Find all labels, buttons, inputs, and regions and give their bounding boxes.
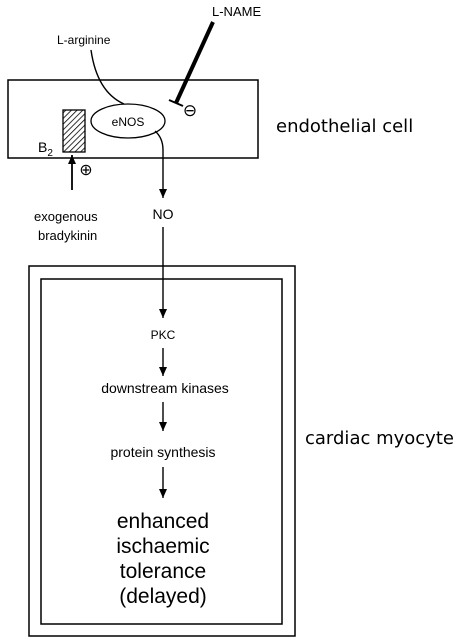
no-label: NO <box>153 206 174 222</box>
stimulation-sign: ⊕ <box>79 162 92 179</box>
l-arginine-arrow <box>90 49 125 105</box>
downstream-kinases-label: downstream kinases <box>101 380 229 396</box>
enos-ellipse <box>90 103 166 139</box>
inhibition-t-bar <box>168 99 184 107</box>
outcome-line4: (delayed) <box>119 585 207 608</box>
enos-to-no-arrow <box>154 130 167 198</box>
pkc-label: PKC <box>151 328 176 342</box>
inhibition-sign: ⊖ <box>183 101 197 120</box>
cardiac-myocyte-inner-box <box>40 278 283 625</box>
protein-synthesis-label: protein synthesis <box>110 444 215 460</box>
endothelial-cell-label: endothelial cell <box>276 116 413 137</box>
l-arginine-label: L-arginine <box>57 33 111 47</box>
outcome-line1: enhanced <box>117 510 209 533</box>
l-name-inhibition-line <box>174 21 215 104</box>
agonist-label-line2: bradykinin <box>38 228 97 243</box>
l-name-label: L-NAME <box>212 4 261 19</box>
b2-receptor <box>62 109 86 153</box>
b2-receptor-label: B2 <box>38 139 53 159</box>
outcome-line2: ischaemic <box>116 535 209 558</box>
outcome-line3: tolerance <box>120 560 206 583</box>
enos-label: eNOS <box>112 115 145 129</box>
cardiac-myocyte-label: cardiac myocyte <box>305 428 454 449</box>
endothelial-cell-box <box>7 79 259 159</box>
agonist-label-line1: exogenous <box>34 209 98 224</box>
cardiac-myocyte-outer-box <box>28 265 296 637</box>
